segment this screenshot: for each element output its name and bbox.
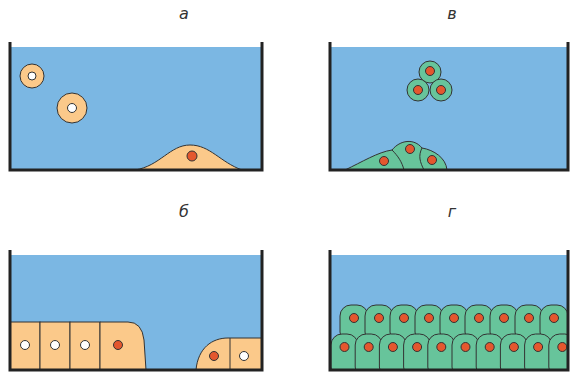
cell xyxy=(525,334,552,369)
cell xyxy=(379,334,406,369)
dish-v xyxy=(330,42,568,170)
cell xyxy=(500,334,527,369)
panel-letter: в xyxy=(447,6,456,22)
dish-b xyxy=(10,250,262,370)
panel-letter: а xyxy=(179,6,189,22)
cell xyxy=(549,334,568,369)
dish-g xyxy=(330,250,572,374)
cell xyxy=(428,334,455,369)
panel-letter: г xyxy=(448,204,456,220)
cell xyxy=(452,334,479,369)
cell xyxy=(355,334,382,369)
cell xyxy=(331,334,358,369)
panel-letter: б xyxy=(179,204,189,220)
cell xyxy=(476,334,503,369)
cell xyxy=(404,334,431,369)
confluent-cells xyxy=(331,305,568,369)
dish-a xyxy=(10,42,262,170)
